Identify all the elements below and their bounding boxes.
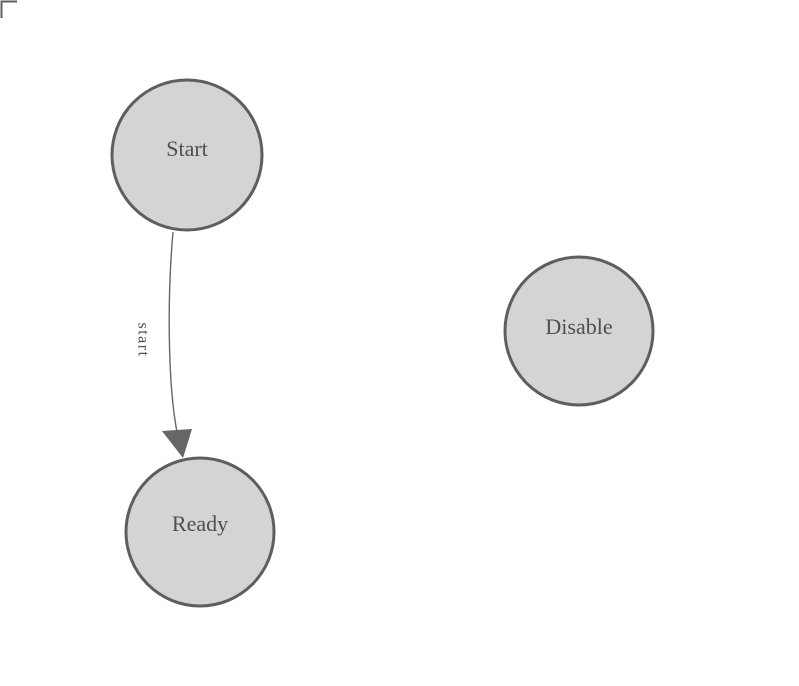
- node-disable-circle[interactable]: [503, 255, 655, 407]
- node-disable-label: Disable: [545, 314, 612, 339]
- edge-label: start: [135, 322, 152, 357]
- canvas-corner-mark: [0, 0, 17, 18]
- edge-arrowhead-icon: [162, 429, 192, 458]
- node-ready-label: Ready: [172, 511, 228, 536]
- node-start-label: Start: [166, 136, 208, 161]
- node-start[interactable]: Start: [110, 78, 264, 232]
- node-disable[interactable]: Disable: [503, 255, 655, 407]
- node-ready[interactable]: Ready: [124, 456, 276, 608]
- edge-line[interactable]: [168, 231, 178, 433]
- node-ready-circle[interactable]: [124, 456, 276, 608]
- node-start-circle[interactable]: [110, 78, 264, 232]
- edge-start-to-ready[interactable]: start: [135, 231, 193, 458]
